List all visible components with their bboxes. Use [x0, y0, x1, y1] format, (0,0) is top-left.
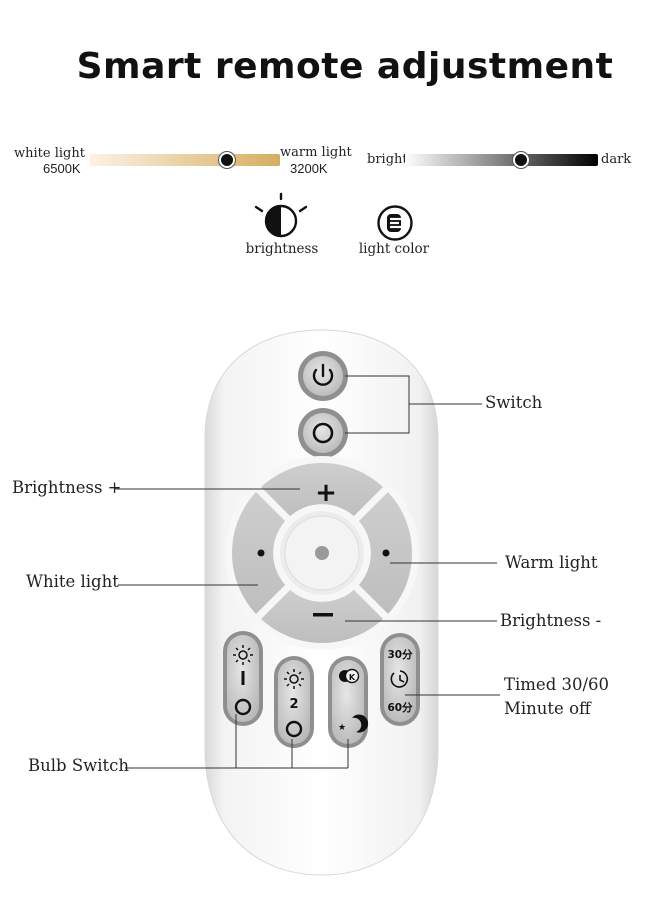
warm-light-kelvin: 3200K	[290, 161, 328, 176]
minus-symbol	[313, 613, 333, 617]
brightness-up-button[interactable]	[251, 456, 393, 526]
timer-callout-line1: Timed 30/60	[504, 675, 610, 694]
color-k-icon: K	[339, 668, 360, 684]
svg-text:K: K	[349, 673, 356, 682]
callout-lines	[115, 375, 500, 769]
white-dot	[257, 549, 265, 557]
light-color-caption: light color	[358, 241, 430, 257]
color-temperature-bar	[90, 152, 280, 168]
svg-text:★: ★	[338, 723, 346, 733]
switch-button[interactable]	[298, 408, 348, 458]
power-icon	[312, 363, 334, 386]
light-color-icon	[377, 205, 413, 241]
color-temperature-knob	[218, 152, 235, 168]
brightness-scale-knob	[512, 152, 529, 168]
bulb-1-number	[241, 671, 245, 685]
warm-dot	[382, 549, 390, 557]
bulb-switch-callout: Bulb Switch	[28, 756, 130, 775]
bulb-2-number: 2	[289, 697, 298, 712]
dark-label: dark	[601, 152, 632, 167]
brightness-minus-callout: Brightness -	[500, 611, 602, 630]
power-button[interactable]	[298, 351, 348, 401]
ring-icon	[285, 720, 303, 738]
timer-60-label: 60分	[387, 701, 413, 714]
warm-light-label: warm light	[280, 145, 352, 160]
white-light-kelvin: 6500K	[43, 161, 81, 176]
timer-callout-line2: Minute off	[504, 699, 591, 718]
white-light-label: white light	[14, 146, 85, 161]
page-title: Smart remote adjustment	[76, 46, 614, 87]
switch-callout: Switch	[485, 393, 543, 412]
moon-star-icon: ★	[338, 714, 369, 733]
sun-icon	[233, 645, 253, 665]
timer-30-label: 30分	[387, 648, 413, 661]
sun-icon	[284, 669, 304, 689]
plus-symbol: +	[315, 478, 337, 508]
warm-light-callout: Warm light	[505, 553, 598, 572]
ring-icon	[312, 422, 334, 444]
bright-label: bright	[367, 152, 408, 167]
brightness-plus-callout: Brightness +	[12, 478, 122, 497]
brightness-icon	[254, 192, 308, 238]
bulb-2-button[interactable]: 2	[274, 656, 314, 748]
ring-icon	[234, 698, 252, 716]
night-mode-button[interactable]: K ★	[328, 656, 369, 748]
clock-icon	[390, 670, 409, 688]
white-light-callout: White light	[26, 572, 119, 591]
brightness-scale-bar	[405, 152, 598, 168]
center-indicator	[315, 546, 329, 560]
timer-button[interactable]: 30分 60分	[380, 633, 420, 726]
bulb-1-button[interactable]	[223, 631, 263, 726]
brightness-caption: brightness	[245, 241, 319, 257]
